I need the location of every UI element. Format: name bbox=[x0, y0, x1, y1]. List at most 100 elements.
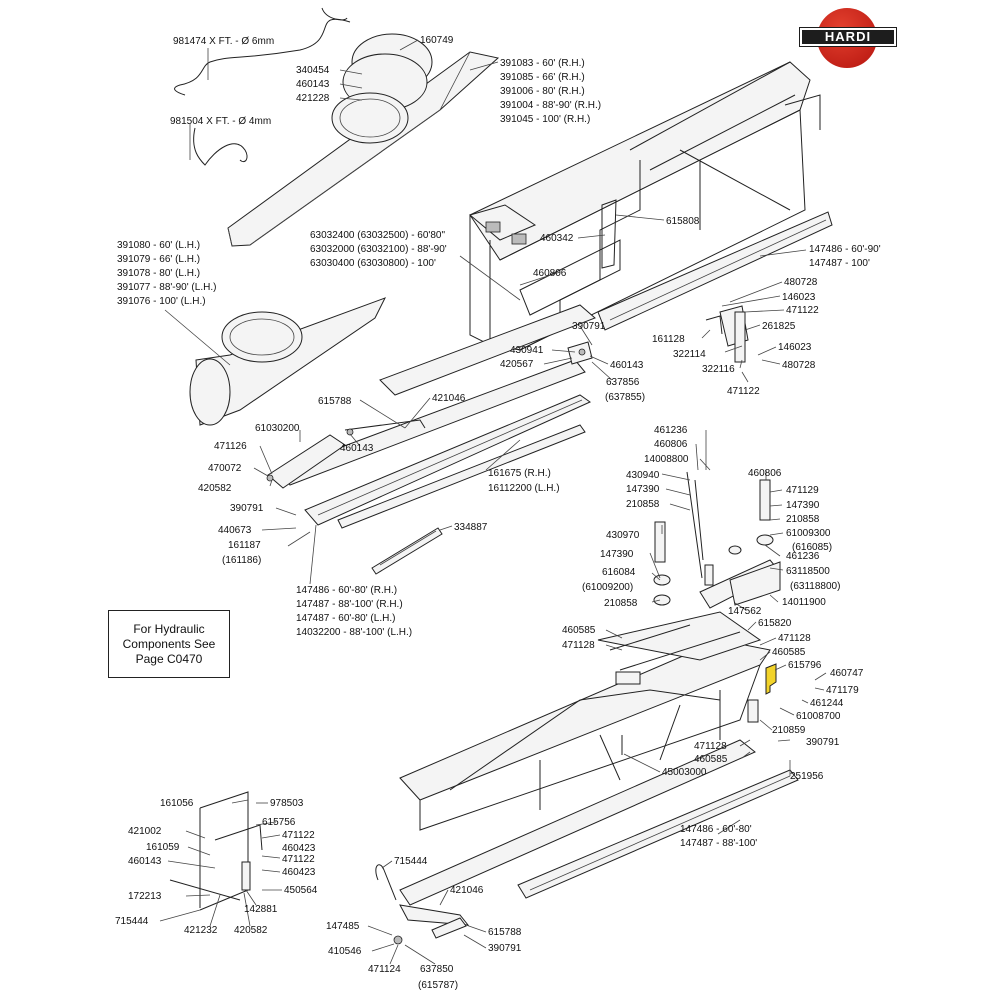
label-471128: 471128 bbox=[562, 640, 595, 651]
hose-6mm bbox=[174, 7, 351, 96]
label-63118500: 63118500 bbox=[786, 566, 830, 577]
label-471122-d: 471122 bbox=[282, 854, 315, 865]
label-147486-low-1: 147487 - 88'-100' bbox=[680, 838, 757, 849]
label-460747: 460747 bbox=[830, 668, 864, 679]
label-161675-1: 16112200 (L.H.) bbox=[488, 483, 560, 494]
label-161056: 161056 bbox=[160, 798, 194, 809]
label-322114: 322114 bbox=[673, 349, 706, 360]
label-147390: 147390 bbox=[626, 484, 660, 495]
callout-labels: 981474 X FT. - Ø 6mm 981504 X FT. - Ø 4m… bbox=[115, 35, 881, 991]
label-146023-b: 146023 bbox=[778, 342, 812, 353]
lower-boom-truss bbox=[399, 611, 799, 906]
label-450564: 450564 bbox=[284, 885, 318, 896]
label-160749: 160749 bbox=[420, 35, 454, 46]
label-rh-2: 391006 - 80' (R.H.) bbox=[500, 86, 585, 97]
label-45003000: 45003000 bbox=[662, 767, 707, 778]
label-461236: 461236 bbox=[654, 425, 688, 436]
label-210858-c: 210858 bbox=[604, 598, 638, 609]
label-460585-b: 460585 bbox=[772, 647, 806, 658]
label-430940: 430940 bbox=[626, 470, 660, 481]
label-146023: 146023 bbox=[782, 292, 816, 303]
label-390791-b: 390791 bbox=[230, 503, 264, 514]
label-615796: 615796 bbox=[788, 660, 822, 671]
label-rh-4: 391045 - 100' (R.H.) bbox=[500, 114, 590, 125]
inner-boom-beams bbox=[279, 211, 833, 575]
label-460806-b: 460806 bbox=[654, 439, 688, 450]
label-637856: 637856 bbox=[606, 377, 640, 388]
label-421002: 421002 bbox=[128, 826, 162, 837]
label-lh-3: 391077 - 88'-90' (L.H.) bbox=[117, 282, 216, 293]
leader-lines bbox=[159, 39, 827, 965]
label-460143-b: 460143 bbox=[610, 360, 644, 371]
label-161675-0: 161675 (R.H.) bbox=[488, 468, 551, 479]
label-637850: 637850 bbox=[420, 964, 454, 975]
label-421228: 421228 bbox=[296, 93, 330, 104]
label-147486-mid-0: 147486 - 60'-80' (R.H.) bbox=[296, 585, 397, 596]
label-616085: (616085) bbox=[792, 542, 832, 553]
center-bracket-stack bbox=[653, 471, 781, 609]
label-616084: 616084 bbox=[602, 567, 636, 578]
label-715444: 715444 bbox=[115, 916, 149, 927]
label-lh-2: 391078 - 80' (L.H.) bbox=[117, 268, 200, 279]
label-161059: 161059 bbox=[146, 842, 180, 853]
label-161187: 161187 bbox=[228, 540, 261, 551]
label-147390-c: 147390 bbox=[600, 549, 634, 560]
label-470072: 470072 bbox=[208, 463, 242, 474]
label-lh-4: 391076 - 100' (L.H.) bbox=[117, 296, 206, 307]
label-978503: 978503 bbox=[270, 798, 304, 809]
label-471122-c: 471122 bbox=[282, 830, 315, 841]
hydraulic-components-note: For Hydraulic Components See Page C0470 bbox=[108, 610, 230, 678]
label-615808: 615808 bbox=[666, 216, 700, 227]
label-480728: 480728 bbox=[784, 277, 818, 288]
label-61009200: (61009200) bbox=[582, 582, 633, 593]
label-630-1: 63032000 (63032100) - 88'-90' bbox=[310, 244, 447, 255]
label-147562: 147562 bbox=[728, 606, 762, 617]
label-rh-3: 391004 - 88'-90' (R.H.) bbox=[500, 100, 601, 111]
label-471126: 471126 bbox=[214, 441, 247, 452]
label-460585-c: 460585 bbox=[694, 754, 728, 765]
label-lh-0: 391080 - 60' (L.H.) bbox=[117, 240, 200, 251]
label-142881: 142881 bbox=[244, 904, 278, 915]
label-460423-b: 460423 bbox=[282, 867, 316, 878]
label-460806-c: 460806 bbox=[748, 468, 782, 479]
label-61009300: 61009300 bbox=[786, 528, 831, 539]
label-rh-0: 391083 - 60' (R.H.) bbox=[500, 58, 585, 69]
label-rh-1: 391085 - 66' (R.H.) bbox=[500, 72, 585, 83]
label-147486-mid-1: 147487 - 88'-100' (R.H.) bbox=[296, 599, 403, 610]
label-471122: 471122 bbox=[786, 305, 819, 316]
label-390791-c: 390791 bbox=[806, 737, 840, 748]
link-cylinder bbox=[266, 419, 426, 489]
label-147486-top-1: 147487 - 100' bbox=[809, 258, 870, 269]
label-460143-c: 460143 bbox=[340, 443, 374, 454]
boom-tip-lh bbox=[189, 297, 387, 426]
label-460806: 460806 bbox=[533, 268, 567, 279]
label-14008800: 14008800 bbox=[644, 454, 689, 465]
label-63118800: (63118800) bbox=[790, 581, 840, 592]
label-630-2: 63030400 (63030800) - 100' bbox=[310, 258, 436, 269]
label-480728-b: 480728 bbox=[782, 360, 816, 371]
label-261825: 261825 bbox=[762, 321, 796, 332]
label-147486-mid-2: 147487 - 60'-80' (L.H.) bbox=[296, 613, 395, 624]
label-147486-low-0: 147486 - 60'-80' bbox=[680, 824, 752, 835]
label-421046: 421046 bbox=[432, 393, 466, 404]
label-471128-b: 471128 bbox=[778, 633, 811, 644]
label-147390-b: 147390 bbox=[786, 500, 820, 511]
label-715444-b: 715444 bbox=[394, 856, 428, 867]
label-210858-b: 210858 bbox=[786, 514, 820, 525]
label-210858: 210858 bbox=[626, 499, 660, 510]
upper-boom-truss bbox=[468, 61, 821, 351]
label-471122-b: 471122 bbox=[727, 386, 760, 397]
label-471129: 471129 bbox=[786, 485, 819, 496]
label-14011900: 14011900 bbox=[782, 597, 826, 608]
label-161186: (161186) bbox=[222, 555, 261, 566]
label-630-0: 63032400 (63032500) - 60'80" bbox=[310, 230, 445, 241]
boom-tip-rh bbox=[227, 33, 500, 247]
label-460143: 460143 bbox=[296, 79, 330, 90]
label-461236-b: 461236 bbox=[786, 551, 820, 562]
label-390791: 390791 bbox=[572, 321, 606, 332]
label-615788: 615788 bbox=[318, 396, 352, 407]
part-615796-highlight bbox=[765, 663, 777, 695]
label-421046-b: 421046 bbox=[450, 885, 484, 896]
label-981504: 981504 X FT. - Ø 4mm bbox=[170, 116, 271, 127]
